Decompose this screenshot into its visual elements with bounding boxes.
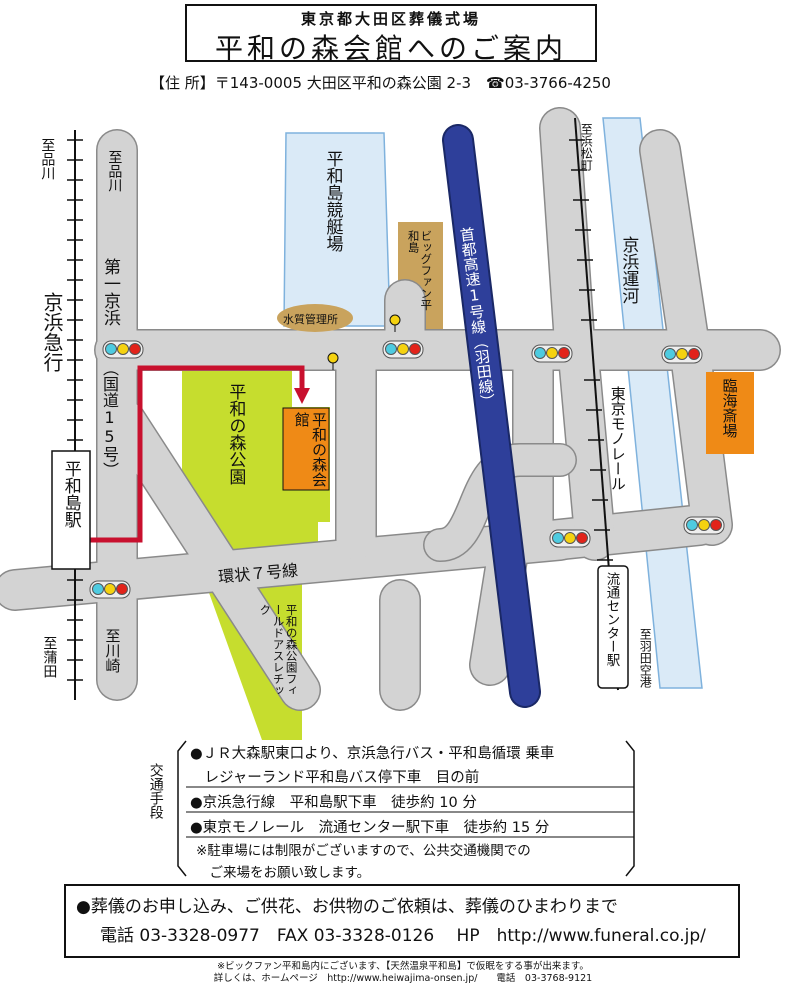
- label-daiichi-keihin: 第一京浜: [100, 258, 120, 326]
- label-to-shinagawa-rail: 至品川: [39, 138, 56, 180]
- route-line: [90, 365, 305, 543]
- label-ryutsu-center: 流通センター駅: [603, 572, 620, 667]
- label-keikyu-line: 京浜急行: [40, 292, 64, 372]
- footnote: ※ビックファン平和島内にございます、【天然温泉平和島】で仮眠をする事が出来ます。…: [120, 961, 686, 985]
- page-title: 平和の森会館へのご案内: [214, 32, 567, 65]
- footnote-line: 詳しくは、ホームページ http://www.heiwajima-onsen.j…: [213, 972, 593, 984]
- label-to-shinagawa-road: 至品川: [106, 150, 123, 192]
- water-office-oval: [277, 304, 353, 332]
- contact-details: 電話 03-3328-0977 FAX 03-3328-0126 HP http…: [100, 926, 706, 946]
- label-rinkai-saijo: 臨海斎場: [720, 378, 739, 438]
- label-to-kamata: 至蒲田: [41, 636, 58, 678]
- access-item: ●東京モノレール 流通センター駅下車 徒歩約 15 分: [190, 820, 550, 836]
- location-pins: [327, 314, 401, 370]
- label-big-fun: ビッグファン平和島: [406, 230, 434, 311]
- access-item: ●京浜急行線 平和島駅下車 徒歩約 10 分: [190, 795, 477, 811]
- title-subtitle: 東京都大田区葬儀式場: [300, 10, 481, 28]
- label-athletic: 平和の森公園フィールドアスレチック: [258, 604, 299, 696]
- access-note: ご来場をお願い致します。: [196, 865, 371, 881]
- label-keihin-canal: 京浜運河: [618, 236, 639, 304]
- label-route15: （国道15号）: [100, 360, 119, 478]
- label-to-hamamatsucho: 至浜松町: [579, 123, 594, 171]
- label-to-haneda: 至羽田空港: [638, 628, 653, 688]
- address-line: 【住 所】〒143-0005 大田区平和の森公園 2-3 ☎03-3766-42…: [150, 74, 611, 92]
- rinkai-saijo-building: [706, 372, 754, 454]
- label-water-office: 水質管理所: [283, 313, 338, 326]
- kaikan-building: [282, 407, 330, 491]
- heiwajima-station-box: [51, 450, 91, 570]
- access-item: ●ＪＲ大森駅東口より、京浜急行バス・平和島循環 乗車: [190, 746, 555, 762]
- access-note: ※駐車場には制限がございますので、公共交通機関での: [196, 843, 531, 859]
- contact-line: ●葬儀のお申し込み、ご供花、お供物のご依頼は、葬儀のひまわりまで: [76, 897, 618, 917]
- label-heiwajima-station: 平和島駅: [60, 460, 81, 528]
- traffic-lights: [89, 340, 725, 599]
- ryutsu-center-box: [597, 565, 629, 689]
- contact-box: ●葬儀のお申し込み、ご供花、お供物のご依頼は、葬儀のひまわりまで 電話 03-3…: [64, 884, 740, 958]
- route-arrow: [294, 388, 310, 404]
- title-box: 東京都大田区葬儀式場 平和の森会館へのご案内: [185, 4, 597, 65]
- footnote-line: ※ビックファン平和島内にございます、【天然温泉平和島】で仮眠をする事が出来ます。: [217, 961, 589, 972]
- label-monorail: 東京モノレール: [608, 386, 627, 491]
- label-heiwanomori-park: 平和の森公園: [225, 383, 246, 485]
- label-boat-race: 平和島競艇場: [322, 150, 343, 252]
- rail-ticks: [67, 139, 613, 681]
- label-heiwanomori-kaikan: 平和の森会館: [292, 412, 328, 487]
- access-dividers: [186, 786, 634, 838]
- label-to-kawasaki: 至川崎: [103, 628, 122, 673]
- access-label: 交通手段: [147, 763, 164, 819]
- access-item: レジャーランド平和島バス停下車 目の前: [190, 770, 480, 786]
